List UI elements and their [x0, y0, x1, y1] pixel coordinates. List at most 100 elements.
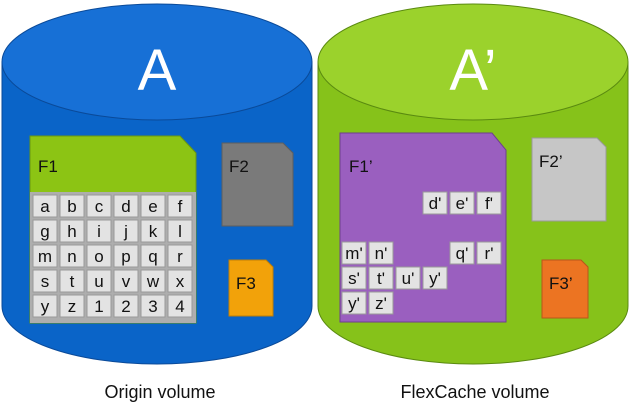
file-f3-prime-label: F3’: [549, 274, 573, 293]
block-cell-label: z': [375, 294, 387, 313]
block-cell: [422, 266, 448, 290]
block-cell-label: d: [121, 197, 130, 216]
block-cell: [422, 191, 448, 215]
block-cell-label: n': [375, 244, 388, 263]
file-f2-label: F2: [229, 157, 249, 176]
block-cell: [32, 269, 58, 293]
block-cell: [59, 219, 85, 243]
block-cell: [86, 294, 112, 318]
file-f3-prime: F3’: [541, 259, 589, 319]
block-cell-label: e: [148, 197, 157, 216]
block-cell: [59, 294, 85, 318]
block-cell: [449, 191, 475, 215]
block-cell: [341, 266, 367, 290]
block-cell-label: y': [348, 294, 360, 313]
block-cell: [59, 269, 85, 293]
block-cell: [86, 219, 112, 243]
block-cell-label: s: [41, 272, 50, 291]
block-cell-label: q: [148, 247, 157, 266]
file-f1-prime-block-grid: d'e'f'm'n'q'r's't'u'y'y'z': [341, 191, 502, 315]
block-cell-label: k: [149, 222, 158, 241]
file-f1-prime: F1’ d'e'f'm'n'q'r's't'u'y'y'z': [339, 132, 507, 323]
block-cell-label: m': [345, 244, 362, 263]
block-cell: [86, 269, 112, 293]
file-f2: F2: [221, 142, 294, 227]
block-cell: [167, 294, 193, 318]
block-cell: [140, 269, 166, 293]
block-cell-label: 3: [148, 297, 157, 316]
block-cell: [86, 244, 112, 268]
block-cell: [113, 269, 139, 293]
block-cell-label: u': [402, 269, 415, 288]
block-cell-label: a: [40, 197, 50, 216]
block-cell-label: f: [178, 197, 183, 216]
flexcache-volume-title: A’: [449, 38, 496, 103]
block-cell-label: n: [67, 247, 76, 266]
file-f3: F3: [228, 259, 274, 317]
block-cell: [341, 291, 367, 315]
block-cell: [140, 294, 166, 318]
block-cell-label: 2: [121, 297, 130, 316]
block-cell: [449, 241, 475, 265]
block-cell: [167, 269, 193, 293]
block-cell-label: y: [41, 297, 50, 316]
block-cell-label: i: [97, 222, 101, 241]
flexcache-volume-caption: FlexCache volume: [400, 382, 550, 402]
file-f1-label: F1: [38, 157, 58, 176]
block-cell: [167, 219, 193, 243]
block-cell: [59, 244, 85, 268]
block-cell: [32, 244, 58, 268]
block-cell: [395, 266, 421, 290]
block-cell-label: c: [95, 197, 104, 216]
block-cell-label: j: [123, 222, 128, 241]
block-cell-label: 1: [94, 297, 103, 316]
block-cell: [113, 219, 139, 243]
block-cell: [368, 291, 394, 315]
block-cell: [113, 194, 139, 218]
block-cell-label: t': [377, 269, 385, 288]
block-cell: [167, 194, 193, 218]
block-cell: [140, 219, 166, 243]
block-cell: [368, 266, 394, 290]
block-cell-label: x: [176, 272, 185, 291]
block-cell-label: m: [38, 247, 52, 266]
block-cell-label: p: [121, 247, 130, 266]
block-cell-label: q': [456, 244, 469, 263]
block-cell: [59, 194, 85, 218]
block-cell: [32, 194, 58, 218]
block-cell: [140, 194, 166, 218]
block-cell-label: b: [67, 197, 76, 216]
block-cell: [341, 241, 367, 265]
block-cell-label: v: [122, 272, 131, 291]
block-cell: [32, 294, 58, 318]
block-cell-label: u: [94, 272, 103, 291]
block-cell: [113, 244, 139, 268]
block-cell-label: t: [70, 272, 75, 291]
block-cell-label: h: [67, 222, 76, 241]
block-cell: [113, 294, 139, 318]
file-f3-label: F3: [236, 274, 256, 293]
block-cell: [140, 244, 166, 268]
block-cell-label: e': [456, 194, 469, 213]
block-cell-label: l: [178, 222, 182, 241]
block-cell: [368, 241, 394, 265]
block-cell: [32, 219, 58, 243]
block-cell-label: d': [429, 194, 442, 213]
block-cell-label: f': [485, 194, 493, 213]
block-cell: [476, 191, 502, 215]
block-cell: [476, 241, 502, 265]
block-cell-label: 4: [175, 297, 184, 316]
block-cell: [167, 244, 193, 268]
file-f2-prime-label: F2’: [539, 152, 563, 171]
block-cell-label: w: [146, 272, 160, 291]
file-f2-prime: F2’: [531, 137, 607, 222]
block-cell-label: z: [68, 297, 77, 316]
block-cell-label: s': [348, 269, 360, 288]
origin-volume-caption: Origin volume: [104, 382, 216, 402]
block-cell-label: r: [177, 247, 183, 266]
file-f1-prime-label: F1’: [349, 157, 373, 176]
block-cell-label: y': [429, 269, 441, 288]
